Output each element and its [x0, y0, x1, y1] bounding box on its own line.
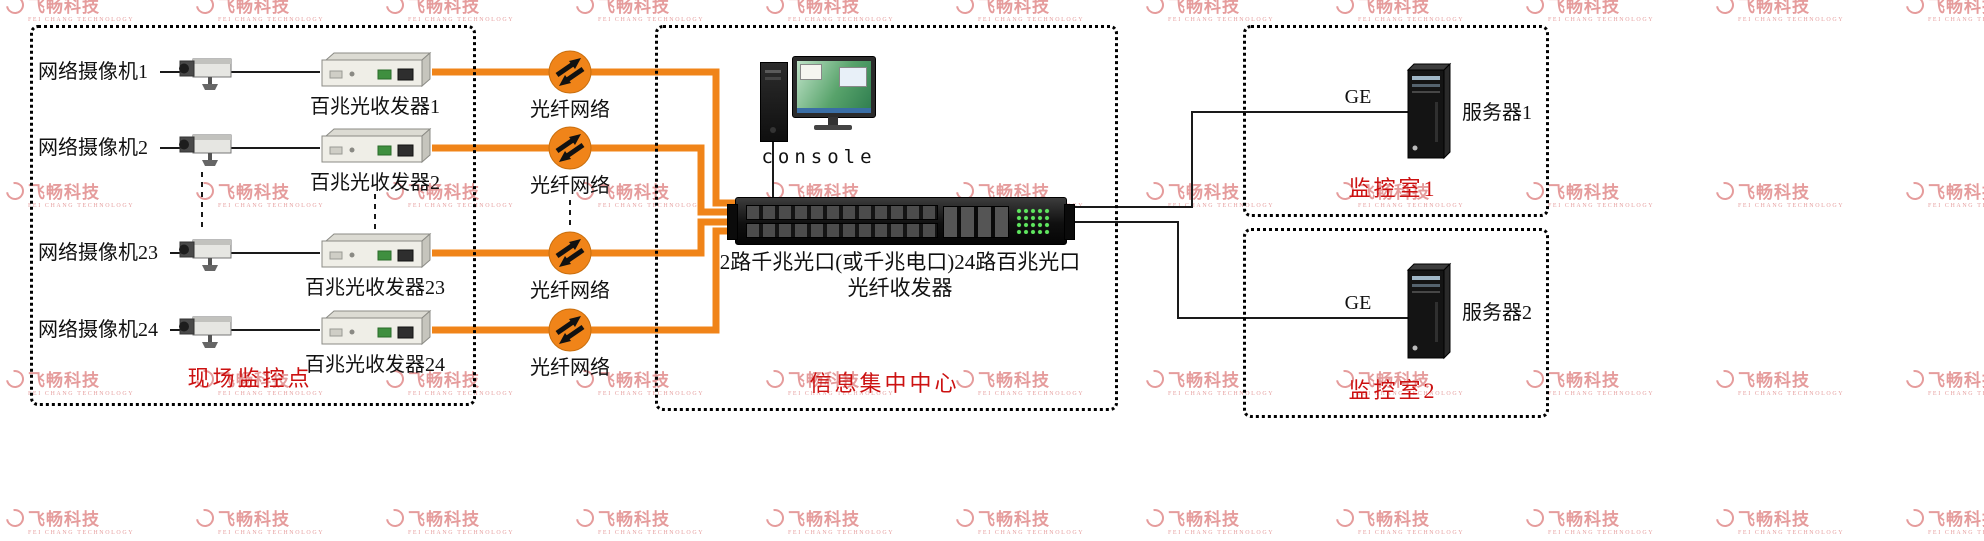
camera-label: 网络摄像机1: [38, 61, 148, 83]
switch-caption: 2路千兆光口(或千兆电口)24路百兆光口 光纤收发器: [680, 249, 1120, 301]
monitor-room1-label: 监控室1: [1348, 176, 1438, 201]
server-icon: [1402, 260, 1458, 367]
fiber-network-icon: [547, 125, 593, 176]
fiber-node-label: 光纤网络: [530, 99, 610, 121]
camera-icon: [175, 51, 237, 98]
info-center-label: 信息集中中心: [809, 371, 960, 396]
transceiver-icon: [318, 126, 432, 175]
monitor-room2-box: [1243, 228, 1549, 418]
ge-link-label: GE: [1344, 86, 1372, 108]
camera-label: 网络摄像机23: [38, 242, 158, 264]
info-center-box: [655, 25, 1118, 411]
switch-caption-line2: 光纤收发器: [847, 276, 953, 300]
fiber-node-label: 光纤网络: [530, 357, 610, 379]
transceiver-icon: [318, 50, 432, 99]
console-pc-icon: [758, 56, 880, 142]
camera-label: 网络摄像机2: [38, 137, 148, 159]
fiber-network-icon: [547, 307, 593, 358]
rj45-ports: [943, 206, 1009, 238]
monitor-room1-box: [1243, 25, 1549, 217]
camera-label: 网络摄像机24: [38, 319, 158, 341]
fiber-network-icon: [547, 230, 593, 281]
transceiver-caption: 百兆光收发器1: [310, 96, 440, 118]
camera-icon: [175, 127, 237, 174]
camera-icon: [175, 309, 237, 356]
status-leds: [1016, 208, 1050, 234]
sfp-ports-row1: [746, 205, 938, 220]
transceiver-icon: [318, 231, 432, 280]
server-label: 服务器1: [1462, 102, 1532, 124]
fiber-node-label: 光纤网络: [530, 175, 610, 197]
camera-icon: [175, 232, 237, 279]
rack-ear-left: [727, 204, 738, 240]
transceiver-caption: 百兆光收发器24: [305, 354, 445, 376]
sfp-ports-row2: [746, 223, 938, 238]
ge-link-1: [1065, 111, 1410, 208]
transceiver-caption: 百兆光收发器23: [305, 277, 445, 299]
server-label: 服务器2: [1462, 302, 1532, 324]
site-monitoring-box: [30, 25, 476, 406]
switch-caption-line1: 2路千兆光口(或千兆电口)24路百兆光口: [719, 250, 1081, 274]
fiber-node-label: 光纤网络: [530, 280, 610, 302]
console-label: console: [761, 146, 877, 168]
server-icon: [1402, 60, 1458, 167]
ge-link-2: [1065, 221, 1410, 319]
transceiver-caption: 百兆光收发器2: [310, 172, 440, 194]
site-box-label: 现场监控点: [187, 366, 313, 391]
fiber-network-icon: [547, 49, 593, 100]
ge-link-label: GE: [1344, 292, 1372, 314]
monitor-room2-label: 监控室2: [1348, 378, 1438, 403]
transceiver-icon: [318, 308, 432, 357]
fiber-switch-icon: [727, 197, 1075, 245]
rack-ear-right: [1064, 204, 1075, 240]
